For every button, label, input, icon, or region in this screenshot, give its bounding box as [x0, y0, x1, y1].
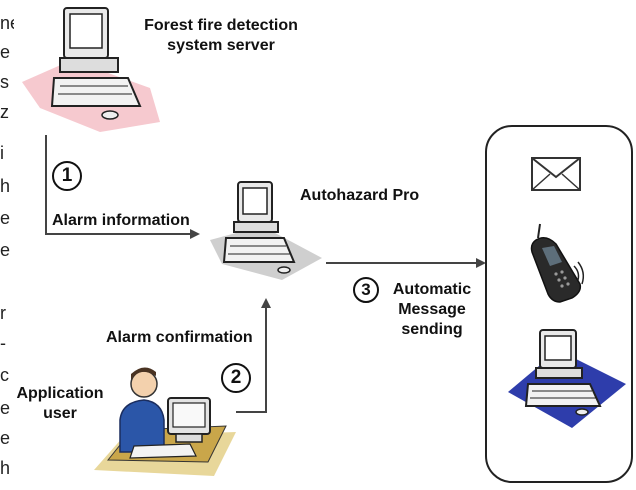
autohazard-label: Autohazard Pro: [300, 187, 420, 204]
edge-fragment: c: [0, 365, 9, 385]
automatic-sending-label: Automatic Message sending: [392, 281, 472, 338]
server-computer-icon: [22, 7, 160, 132]
edge-fragment: e: [0, 398, 11, 418]
edge-fragment: h: [0, 458, 11, 478]
edge-fragment: e: [0, 240, 11, 260]
alarm-confirmation-label: Alarm confirmation: [106, 329, 253, 346]
edge-fragment: e: [0, 428, 11, 448]
output-computer-icon: [508, 329, 626, 428]
step-2-circle: [221, 363, 251, 393]
step-2-number: 2: [230, 367, 242, 388]
edge-fragment: e: [0, 42, 11, 62]
edge-fragment: -: [0, 333, 6, 353]
edge-fragment: ne: [0, 13, 14, 33]
edge-fragment: e: [0, 208, 11, 228]
edge-fragment: i: [0, 143, 4, 163]
envelope-icon: [531, 157, 581, 191]
connector-2: [236, 298, 271, 413]
autohazard-computer-icon: [210, 181, 322, 280]
application-user-label: Application user: [16, 385, 104, 422]
step-1-circle: [52, 161, 82, 191]
application-user-icon: [94, 367, 236, 476]
alarm-information-label: Alarm information: [52, 212, 190, 229]
mobile-phone-icon: [530, 223, 585, 303]
connector-1: [45, 135, 200, 239]
step-1-number: 1: [61, 165, 73, 186]
edge-fragment: s: [0, 72, 9, 92]
server-label: Forest fire detection system server: [144, 17, 298, 54]
step-3-circle: [353, 277, 379, 303]
edge-fragment: z: [0, 102, 9, 122]
edge-fragment: r: [0, 303, 6, 323]
edge-fragment: h: [0, 176, 11, 196]
step-3-number: 3: [361, 280, 371, 299]
